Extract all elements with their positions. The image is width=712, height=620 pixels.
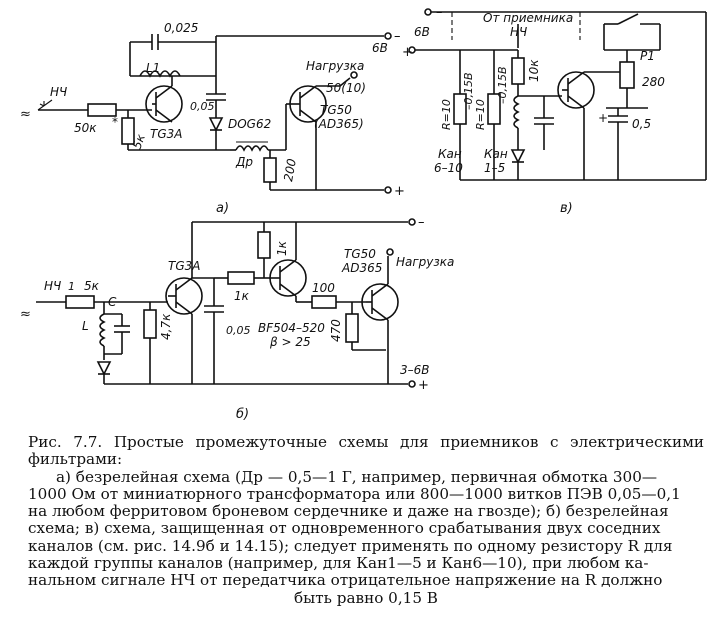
svg-text:0,5: 0,5: [632, 117, 651, 131]
v-coil: [513, 95, 520, 129]
svg-text:5к: 5к: [130, 132, 149, 151]
figure-caption: Рис. 7.7. Простые промежуточные схемы дл…: [28, 433, 705, 607]
svg-text:TG50: TG50: [320, 103, 352, 117]
v-transistor: [557, 71, 595, 109]
svg-text:100: 100: [312, 281, 335, 295]
svg-text:280: 280: [642, 75, 665, 89]
svg-text:Др: Др: [235, 155, 253, 169]
svg-text:50(10): 50(10): [326, 81, 366, 95]
caption-line: а) безрелейная схема (Др — 0,5—1 Г, напр…: [56, 467, 658, 486]
svg-text:+: +: [394, 184, 405, 199]
caption-line: схема; в) схема, защищенная от одновреме…: [28, 519, 661, 538]
svg-text:AD365: AD365: [341, 261, 382, 275]
svg-text:TG50: TG50: [344, 247, 376, 261]
b-top-resistor: [257, 231, 271, 259]
a-transistor-t2: [289, 85, 327, 123]
a-choke: [235, 145, 269, 152]
b-input-resistor: [65, 295, 95, 309]
svg-text:5к: 5к: [84, 279, 100, 293]
svg-text:6В: 6В: [414, 25, 430, 39]
svg-text:–: –: [418, 215, 425, 230]
b-coil-l: [99, 313, 106, 347]
svg-text:3–6В: 3–6В: [400, 363, 430, 377]
a-emitter-resistor: [263, 157, 277, 183]
svg-text:Нагрузка: Нагрузка: [306, 59, 364, 73]
svg-text:0,025: 0,025: [164, 21, 198, 35]
svg-text:Кан: Кан: [438, 147, 462, 161]
svg-text:200: 200: [281, 157, 299, 182]
b-transistor-t1: [165, 277, 203, 315]
schematic-v: – От приемника НЧ + 6В R=10 –0,15В Кан 6…: [402, 5, 707, 216]
a-input-tilde: ≈: [20, 107, 31, 122]
caption-line: каждой группы каналов (например, для Кан…: [28, 554, 649, 573]
schematic-b: ≈ НЧ 1 5к L C 4,7к TG3A: [20, 215, 454, 422]
b-diode: [96, 361, 112, 376]
svg-text:4,7к: 4,7к: [159, 313, 173, 340]
svg-text:DOG62: DOG62: [228, 117, 271, 131]
caption-heading: Рис. 7.7. Простые промежуточные схемы дл…: [28, 433, 705, 469]
caption-line: быть равно 0,15 В: [294, 588, 438, 607]
caption-line: каналов (см. рис. 14.9б и 14.15); следуе…: [28, 536, 673, 555]
svg-text:BF504–520: BF504–520: [258, 321, 325, 335]
caption-title: Простые промежуточные схемы для приемник…: [28, 433, 705, 469]
svg-text:+: +: [402, 45, 413, 60]
svg-text:10к: 10к: [527, 59, 541, 82]
caption-number: Рис. 7.7.: [28, 433, 103, 451]
svg-text:β > 25: β > 25: [269, 335, 311, 349]
svg-text:0,05: 0,05: [226, 324, 251, 337]
svg-text:От приемника: От приемника: [483, 11, 573, 25]
svg-text:–: –: [394, 29, 401, 44]
v-relay-coil: [619, 61, 635, 89]
svg-text:R=10: R=10: [440, 99, 453, 130]
circuit-figure: ≈ НЧ 50к * 5к TG3A L1 0,025: [20, 5, 707, 422]
a-r-in-label: 50к: [74, 121, 97, 135]
panel-label-b: б): [236, 407, 249, 422]
svg-text:6–10: 6–10: [434, 161, 463, 175]
a-transistor-t1: [145, 85, 183, 123]
v-resistor-10k: [511, 57, 525, 85]
b-transistor-t3: [361, 283, 399, 321]
svg-text:R=10: R=10: [474, 99, 487, 130]
svg-text:1к: 1к: [275, 240, 289, 256]
svg-text:Кан: Кан: [484, 147, 508, 161]
panel-label-a: а): [216, 201, 229, 216]
svg-text:–0,15В: –0,15В: [496, 66, 509, 104]
svg-text:6В: 6В: [372, 41, 388, 55]
a-coil-l1: [139, 70, 181, 78]
v-relay-contact: [617, 13, 639, 25]
svg-text:(AD365): (AD365): [314, 117, 364, 131]
svg-text:–0,15В: –0,15В: [462, 72, 475, 110]
b-link-resistor: [227, 271, 255, 285]
b-resistor-470: [345, 313, 359, 343]
svg-text:0,05: 0,05: [190, 100, 215, 113]
v-diode: [510, 149, 526, 164]
caption-line: 1000 Ом от миниатюрного трансформатора и…: [28, 484, 681, 503]
panel-label-v: в): [560, 201, 573, 216]
a-input-label: НЧ: [50, 85, 67, 99]
b-input-label: НЧ: [44, 279, 61, 293]
svg-text:+: +: [418, 378, 429, 393]
a-diode: [208, 117, 224, 132]
svg-text:C: C: [108, 295, 117, 309]
svg-text:1к: 1к: [234, 289, 250, 303]
b-resistor-100: [311, 295, 337, 309]
b-bias-resistor: [143, 309, 157, 339]
svg-text:L1: L1: [146, 61, 160, 75]
svg-text:L: L: [82, 319, 89, 333]
svg-text:+: +: [598, 111, 608, 125]
svg-text:1: 1: [68, 280, 75, 293]
svg-text:470: 470: [329, 319, 343, 342]
caption-line: нальном сигнале НЧ от передатчика отрица…: [28, 571, 663, 590]
caption-line: на любом ферритовом броневом сердечнике …: [28, 502, 669, 521]
svg-text:≈: ≈: [20, 307, 31, 322]
svg-text:*: *: [112, 115, 118, 129]
svg-text:Нагрузка: Нагрузка: [396, 255, 454, 269]
svg-text:TG3A: TG3A: [168, 259, 200, 273]
svg-text:P1: P1: [640, 49, 655, 63]
svg-text:TG3A: TG3A: [150, 127, 182, 141]
schematic-a: ≈ НЧ 50к * 5к TG3A L1 0,025: [20, 21, 405, 216]
